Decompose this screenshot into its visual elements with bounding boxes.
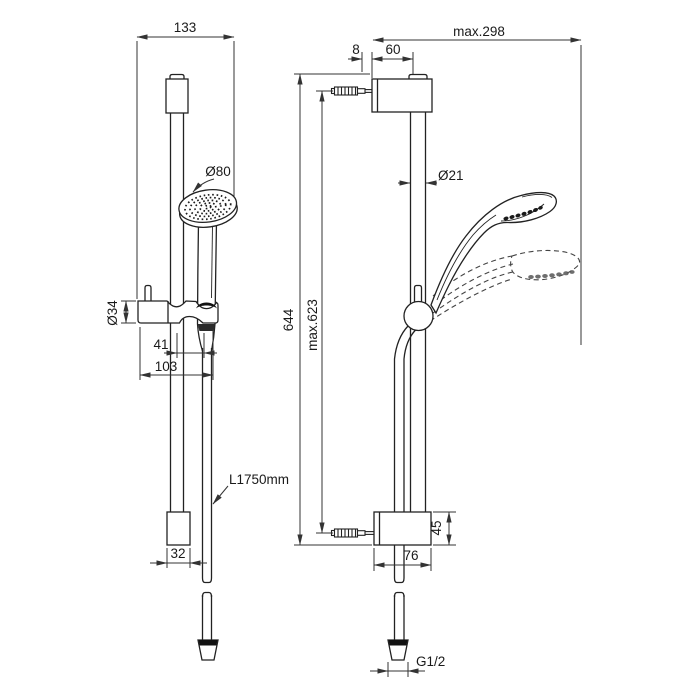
head-nozzles bbox=[503, 205, 543, 221]
slider-knob-side bbox=[403, 284, 434, 332]
hand-shower-front bbox=[196, 220, 218, 352]
wall-screw-top bbox=[330, 86, 372, 96]
label-max-reach: max.298 bbox=[453, 24, 505, 39]
label-head-diameter: Ø80 bbox=[205, 164, 231, 179]
label-rail-length: 644 bbox=[281, 308, 296, 331]
hand-shower-side bbox=[430, 191, 557, 315]
shower-head-front bbox=[178, 189, 238, 228]
dashed-head-nozzles bbox=[528, 270, 575, 279]
dimension-head-diameter bbox=[192, 178, 215, 193]
bottom-bracket-side bbox=[373, 511, 432, 546]
holder-lever-front bbox=[144, 284, 152, 301]
label-holder-diameter: Ø34 bbox=[105, 300, 120, 326]
hose-front bbox=[197, 348, 219, 661]
label-fixing-distance: max.623 bbox=[305, 299, 320, 351]
spray-nozzle-rings bbox=[184, 193, 232, 221]
label-handle-offset: 41 bbox=[153, 337, 168, 352]
side-view bbox=[330, 73, 581, 661]
label-hose-length: L1750mm bbox=[229, 472, 289, 487]
label-holder-width: 103 bbox=[155, 359, 178, 374]
dimension-hose-length bbox=[212, 485, 229, 505]
wall-screw-bottom bbox=[330, 528, 374, 538]
slider-holder-front bbox=[137, 284, 219, 324]
label-overall-width: 133 bbox=[174, 20, 197, 35]
top-bracket-front bbox=[165, 73, 189, 114]
bottom-end-cap-front bbox=[166, 511, 191, 546]
hose-side bbox=[387, 325, 416, 661]
handle-ring-front bbox=[196, 302, 217, 309]
label-bracket-screw-offset: 60 bbox=[385, 42, 400, 57]
label-bracket-height: 45 bbox=[429, 520, 444, 535]
front-view bbox=[137, 73, 238, 661]
label-hose-thread: G1/2 bbox=[416, 654, 445, 669]
top-bracket-side bbox=[371, 73, 433, 113]
dimension-labels: 133 Ø80 Ø34 41 103 L1750mm 32 8 60 max.2… bbox=[105, 20, 505, 669]
label-wall-clearance: 8 bbox=[352, 42, 360, 57]
label-end-cap-width: 32 bbox=[170, 546, 185, 561]
label-rail-diameter: Ø21 bbox=[438, 168, 464, 183]
dimensions bbox=[121, 34, 582, 677]
label-bracket-depth: 76 bbox=[403, 548, 418, 563]
holder-lever-side bbox=[413, 284, 423, 303]
